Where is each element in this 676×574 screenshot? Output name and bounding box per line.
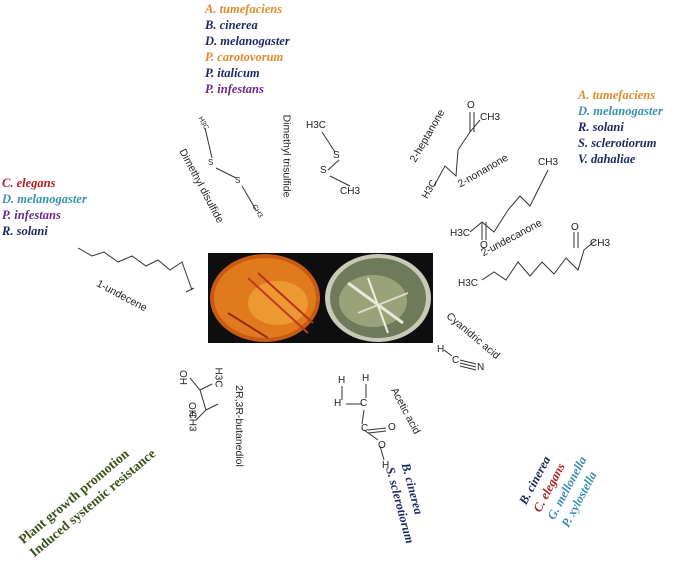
right-organism-1: A. tumefaciens: [578, 88, 656, 102]
top-organism-6: P. infestans: [205, 82, 264, 96]
undecene-structure: [77, 247, 195, 293]
heptanone-structure: [433, 112, 481, 187]
cyanidric-acid-structure: [443, 349, 477, 371]
acetic-h4-atom: H: [382, 460, 390, 471]
nonanone-h3c-atom: H3C: [450, 228, 471, 239]
undecanone-o-atom: O: [571, 222, 579, 233]
right-organism-2: D. melanogaster: [578, 104, 663, 118]
dimethyl-trisulfide-label: Dimethyl trisulfide: [280, 114, 293, 198]
butanediol-label: 2R,3R-butanediol: [232, 385, 245, 467]
acetic-h3-atom: H: [334, 398, 342, 409]
acetic-c1-atom: C: [360, 398, 368, 409]
left-organism-3: P. infestans: [2, 208, 61, 222]
nonanone-ch3-atom: CH3: [538, 157, 559, 168]
dimethyl-trisulfide-structure: [321, 131, 351, 187]
acetic-h1-atom: H: [338, 375, 346, 386]
petri-dishes-illustration: [208, 253, 433, 343]
right-organism-5: V. dahaliae: [578, 152, 636, 166]
top-organism-2: B. cinerea: [205, 18, 258, 32]
undecanone-structure: [481, 232, 597, 281]
nonanone-structure: [469, 169, 549, 240]
heptanone-o-atom: O: [467, 100, 475, 111]
acetic-c2-atom: C: [361, 423, 369, 434]
acetic-o1-atom: O: [388, 422, 396, 433]
petri-dish-photo: [208, 253, 433, 343]
acetic-h2-atom: H: [362, 373, 370, 384]
left-organism-2: D. melanogaster: [2, 192, 87, 206]
butanediol-ch3-atom: CH3: [186, 411, 198, 432]
top-organism-3: D. melanogaster: [205, 34, 290, 48]
right-organism-4: S. sclerotiorum: [578, 136, 657, 150]
dmds-s1-atom: S: [208, 158, 214, 167]
hcn-n-atom: N: [477, 362, 485, 373]
top-organism-5: P. italicum: [205, 66, 260, 80]
left-organism-1: C. elegans: [2, 176, 56, 190]
nonanone-o-atom: O: [480, 240, 488, 251]
butanediol-oh1-atom: OH: [177, 370, 188, 385]
hcn-c-atom: C: [452, 355, 460, 366]
acetic-acid-structure: [341, 384, 387, 461]
butanediol-structure: [189, 377, 219, 421]
right-organism-3: R. solani: [578, 120, 624, 134]
top-organism-1: A. tumefaciens: [205, 2, 283, 16]
dmts-h3c-atom: H3C: [306, 120, 327, 131]
undecanone-ch3-atom: CH3: [590, 238, 611, 249]
top-organism-4: P. carotovorum: [205, 50, 284, 64]
heptanone-ch3-atom: CH3: [480, 112, 501, 123]
dmts-s2-atom: S: [320, 165, 327, 176]
undecanone-h3c-atom: H3C: [458, 278, 479, 289]
acetic-o2-atom: O: [378, 440, 386, 451]
hcn-h-atom: H: [437, 344, 445, 355]
left-organism-4: R. solani: [2, 224, 48, 238]
dmts-s1-atom: S: [333, 150, 340, 161]
dmds-s2-atom: S: [235, 176, 241, 185]
dmts-ch3-atom: CH3: [340, 186, 361, 197]
dimethyl-disulfide-structure: [204, 127, 257, 211]
butanediol-h3c-atom: H3C: [212, 367, 224, 388]
